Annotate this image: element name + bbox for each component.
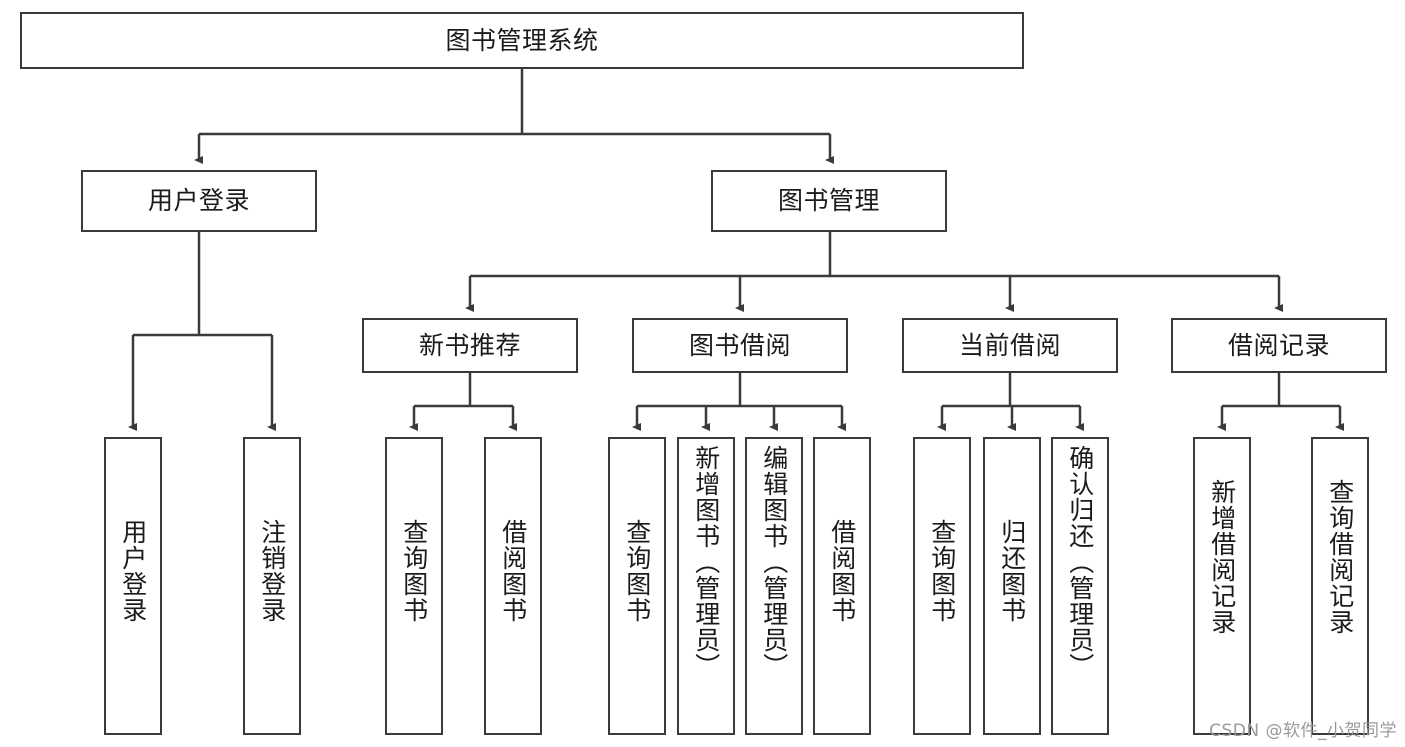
leaf-user-logout-label: 注销登录 [257,519,287,623]
leaf-current-query-book[interactable]: 查询图书 [913,437,971,735]
leaf-new-book-query[interactable]: 查询图书 [385,437,443,735]
node-book-management[interactable]: 图书管理 [711,170,947,232]
leaf-current-query-book-label: 查询图书 [927,519,957,623]
leaf-current-confirm-return-admin[interactable]: 确认归还（管理员） [1051,437,1109,735]
leaf-borrow-borrow-book-label: 借阅图书 [827,519,857,623]
leaf-borrow-query-book[interactable]: 查询图书 [608,437,666,735]
node-borrow-record[interactable]: 借阅记录 [1171,318,1387,373]
watermark: CSDN @软件_小贺同学 [1209,721,1397,741]
node-user-login[interactable]: 用户登录 [81,170,317,232]
node-new-book-recommend-label: 新书推荐 [418,330,521,360]
leaf-new-book-borrow-label: 借阅图书 [498,519,528,623]
leaf-borrow-borrow-book[interactable]: 借阅图书 [813,437,871,735]
leaf-current-return-book[interactable]: 归还图书 [983,437,1041,735]
leaf-record-add[interactable]: 新增借阅记录 [1193,437,1251,735]
node-book-management-label: 图书管理 [777,186,880,216]
leaf-new-book-borrow[interactable]: 借阅图书 [484,437,542,735]
leaf-borrow-query-book-label: 查询图书 [622,519,652,623]
leaf-record-query[interactable]: 查询借阅记录 [1311,437,1369,735]
leaf-new-book-query-label: 查询图书 [399,519,429,623]
node-book-borrow[interactable]: 图书借阅 [632,318,848,373]
leaf-borrow-add-book-admin-label: 新增图书（管理员） [691,445,721,679]
leaf-user-login[interactable]: 用户登录 [104,437,162,735]
node-current-borrow[interactable]: 当前借阅 [902,318,1118,373]
leaf-record-add-label: 新增借阅记录 [1207,479,1237,635]
leaf-borrow-edit-book-admin[interactable]: 编辑图书（管理员） [745,437,803,735]
leaf-current-confirm-return-admin-label: 确认归还（管理员） [1065,445,1095,679]
leaf-borrow-add-book-admin[interactable]: 新增图书（管理员） [677,437,735,735]
leaf-record-query-label: 查询借阅记录 [1325,479,1355,635]
leaf-borrow-edit-book-admin-label: 编辑图书（管理员） [759,445,789,679]
node-new-book-recommend[interactable]: 新书推荐 [362,318,578,373]
node-root[interactable]: 图书管理系统 [20,12,1024,69]
node-borrow-record-label: 借阅记录 [1227,330,1330,360]
leaf-current-return-book-label: 归还图书 [997,519,1027,623]
node-user-login-label: 用户登录 [147,186,250,216]
leaf-user-logout[interactable]: 注销登录 [243,437,301,735]
node-current-borrow-label: 当前借阅 [958,330,1061,360]
node-book-borrow-label: 图书借阅 [688,330,791,360]
leaf-user-login-label: 用户登录 [118,519,148,623]
node-root-label: 图书管理系统 [445,25,599,55]
